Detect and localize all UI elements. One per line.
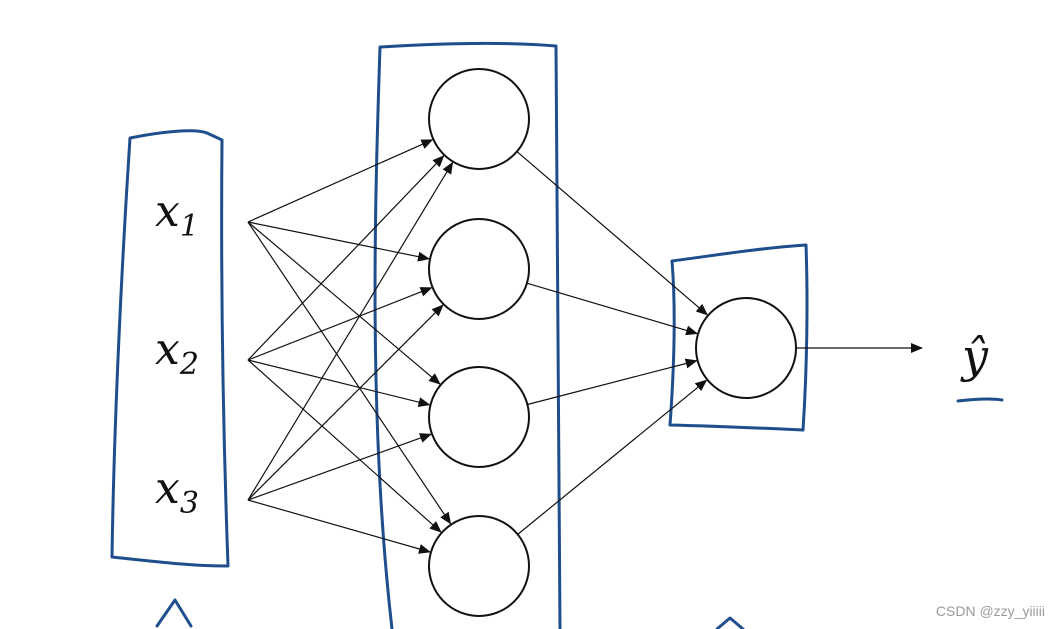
hidden-node-4 — [428, 515, 530, 617]
edge-hidden-1-to-output — [516, 151, 709, 316]
edge-x2-to-hidden-1 — [247, 155, 445, 361]
hidden-node-1 — [428, 68, 530, 170]
connections — [247, 139, 923, 554]
input-label-x3: x3 — [155, 463, 199, 521]
output-up-arrow — [715, 616, 745, 629]
hidden-node-3 — [428, 366, 530, 468]
input-up-arrow — [155, 598, 193, 628]
layer-boxes — [110, 41, 1004, 629]
edge-x3-to-hidden-3 — [247, 433, 432, 501]
output-label-y-hat: ŷ — [960, 329, 989, 383]
edge-x1-to-hidden-4 — [247, 221, 452, 525]
input-label-x2: x2 — [155, 324, 199, 382]
edge-x1-to-hidden-2 — [247, 221, 431, 262]
input-labels: x1 x2 x3 — [155, 186, 199, 521]
watermark: CSDN @zzy_yiiiii — [936, 603, 1045, 619]
edge-x2-to-hidden-4 — [247, 359, 442, 533]
edge-x1-to-hidden-1 — [247, 139, 434, 223]
edge-hidden-2-to-output — [526, 282, 699, 336]
edge-x2-to-hidden-2 — [247, 287, 433, 361]
edge-x1-to-hidden-3 — [247, 221, 441, 385]
input-layer-box — [110, 129, 230, 568]
edge-x3-to-hidden-1 — [247, 161, 454, 501]
output-underline — [956, 397, 1004, 403]
output-node — [695, 297, 797, 399]
hidden-nodes — [428, 68, 530, 617]
edge-hidden-4-to-output — [517, 379, 708, 535]
hidden-layer-box — [373, 41, 562, 629]
edge-hidden-3-to-output — [527, 358, 698, 406]
edge-x3-to-hidden-4 — [247, 499, 431, 554]
input-label-x1: x1 — [155, 186, 199, 244]
output-layer-box — [668, 243, 809, 432]
hidden-node-2 — [428, 218, 530, 320]
edge-x2-to-hidden-3 — [247, 359, 431, 408]
edge-x3-to-hidden-2 — [247, 304, 444, 501]
